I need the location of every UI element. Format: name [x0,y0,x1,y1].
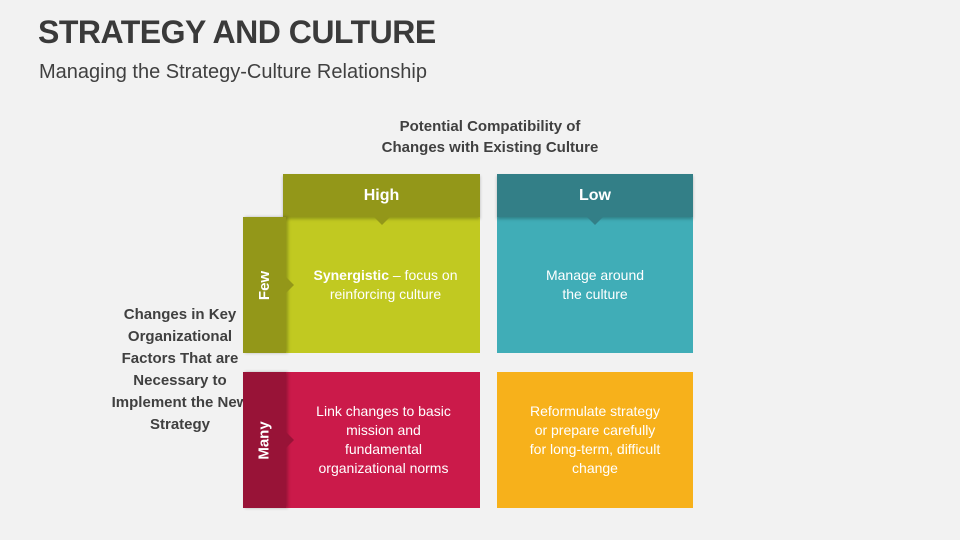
cell-many-low: Reformulate strategy or prepare carefull… [497,372,693,508]
cell-few-low: Manage around the culture [497,217,693,353]
cell-few-high-bold: Synergistic [313,267,389,283]
column-header-low: Low [497,174,693,225]
column-header-high: High [283,174,480,225]
slide-title: STRATEGY AND CULTURE [38,14,436,50]
row-header-few: Few [243,217,294,353]
column-axis-title: Potential Compatibility of Changes with … [340,116,640,158]
row-label-few: Few [256,270,273,300]
cell-few-high-text: – focus on reinforcing culture [329,267,458,302]
slide-subtitle: Managing the Strategy-Culture Relationsh… [39,61,427,83]
row-label-many: Many [256,420,273,460]
row-axis-title: Changes in Key Organizational Factors Th… [111,306,249,433]
column-axis-title-line1: Potential Compatibility of [399,118,581,135]
cell-few-high: Synergistic – focus on reinforcing cultu… [283,217,480,353]
cell-many-high: Link changes to basic mission and fundam… [283,372,480,508]
column-axis-title-line2: Changes with Existing Culture [381,139,599,156]
row-header-many: Many [243,372,294,508]
